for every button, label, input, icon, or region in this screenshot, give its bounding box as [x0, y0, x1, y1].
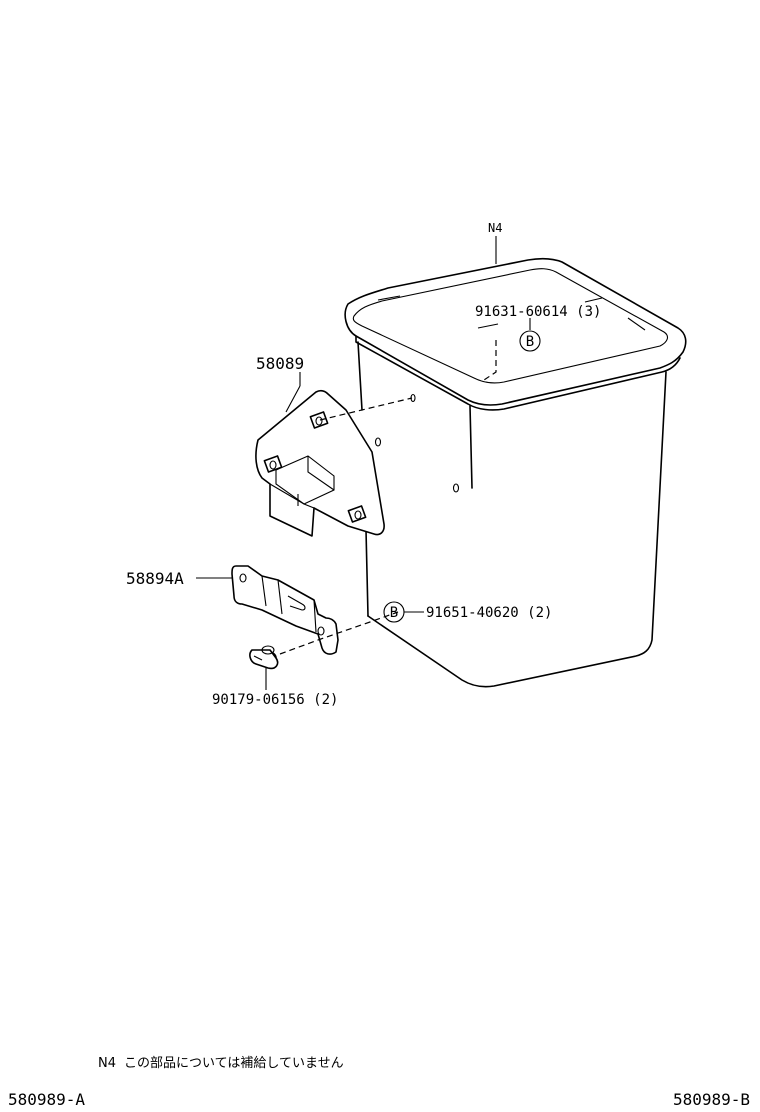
svg-text:B: B — [526, 334, 534, 350]
b-marker-lower: B — [383, 601, 405, 623]
footnote: N4 この部品については補給していません — [98, 1052, 352, 1071]
grommet-part — [249, 645, 279, 670]
label-58089: 58089 — [256, 354, 304, 373]
bracket-58089 — [255, 389, 385, 537]
footnote-text: この部品については補給していません — [124, 1056, 344, 1071]
illustration-code-left: 580989-A — [8, 1090, 86, 1109]
footnote-code: N4 — [98, 1056, 116, 1071]
label-91651-40620: 91651-40620 (2) — [426, 605, 552, 621]
bracket-58894a — [231, 565, 339, 655]
label-n4: N4 — [488, 221, 502, 235]
b-marker-upper: B — [519, 330, 541, 352]
label-58894a: 58894A — [126, 569, 184, 588]
illustration-code-right: 580989-B — [672, 1090, 750, 1109]
label-90179-06156: 90179-06156 (2) — [212, 692, 338, 708]
svg-text:B: B — [390, 605, 398, 621]
label-91631-60614: 91631-60614 (3) — [475, 304, 601, 320]
storage-box — [344, 257, 687, 688]
